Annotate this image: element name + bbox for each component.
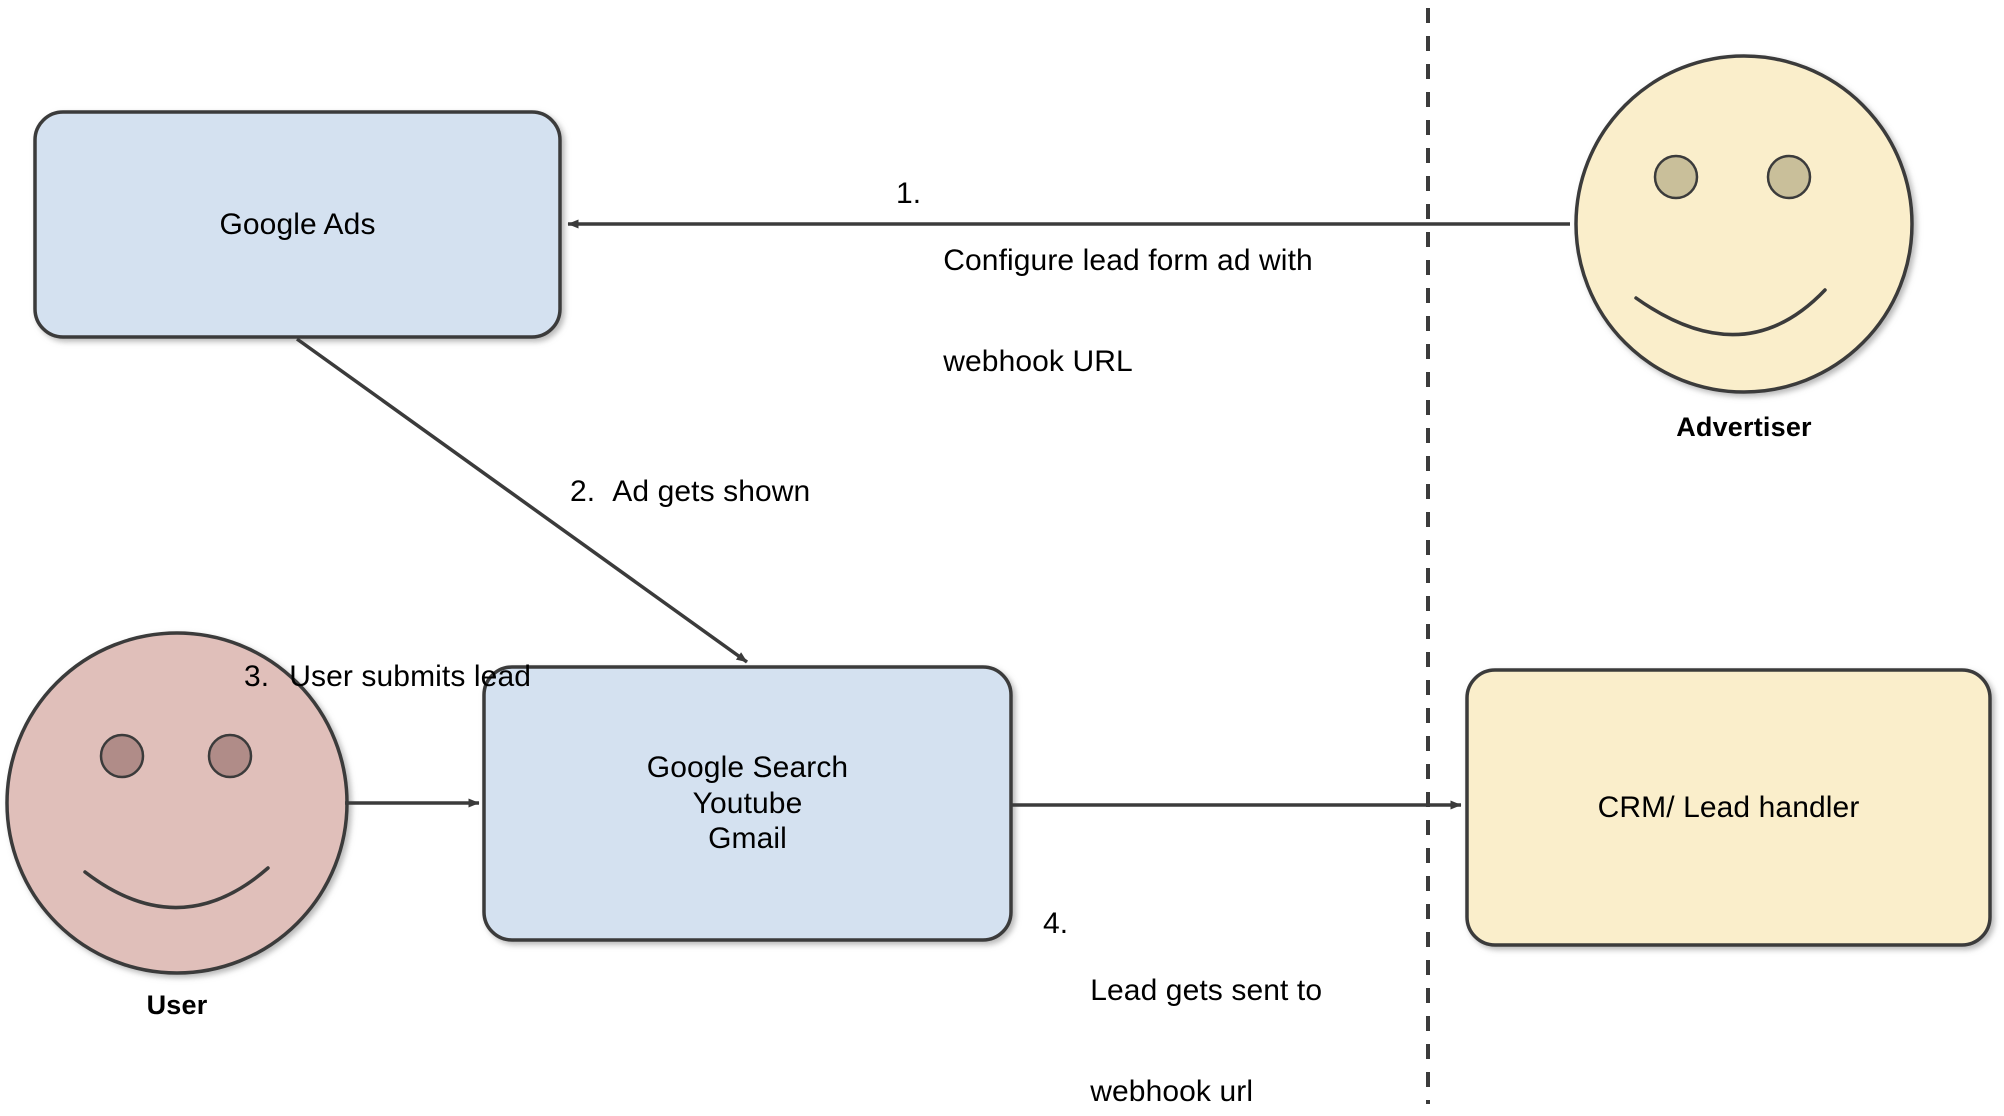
edge-label-step-3-line1: User submits lead — [289, 660, 532, 694]
edge-label-step-1-number: 1. — [896, 177, 922, 211]
edge-label-step-3: 3. User submits lead — [244, 593, 531, 761]
advertiser-right-eye-icon — [1766, 154, 1812, 200]
advertiser-smile-icon — [1634, 288, 1827, 337]
node-google-ads-label: Google Ads — [219, 207, 376, 241]
advertiser-face-circle — [1574, 54, 1914, 394]
node-advertiser-shape[interactable] — [1574, 54, 1914, 394]
advertiser-left-eye-icon — [1653, 154, 1699, 200]
user-left-eye-icon — [99, 733, 145, 779]
edge-label-step-2: 2. Ad gets shown — [570, 408, 810, 576]
node-user-name: User — [146, 990, 208, 1020]
node-google-surfaces-label: Google Search Youtube Gmail — [646, 751, 849, 856]
edge-label-step-2-line1: Ad gets shown — [612, 475, 811, 509]
edge-label-step-4-number: 4. — [1043, 907, 1069, 941]
node-crm-label: CRM/ Lead handler — [1597, 790, 1860, 824]
edge-label-step-3-number: 3. — [244, 660, 270, 694]
node-advertiser-name: Advertiser — [1676, 412, 1812, 442]
edge-label-step-4-line2: webhook url — [1090, 1075, 1254, 1109]
edge-label-step-1-line1: Configure lead form ad with — [943, 244, 1313, 278]
edge-label-step-4: 4. Lead gets sent to webhook url — [1043, 840, 1322, 1116]
edge-label-step-4-line1: Lead gets sent to — [1090, 974, 1323, 1008]
edge-label-step-1-line2: webhook URL — [943, 345, 1133, 379]
edge-label-step-2-number: 2. — [570, 475, 596, 509]
edge-label-step-1: 1. Configure lead form ad with webhook U… — [896, 110, 1313, 513]
user-smile-icon — [83, 866, 270, 910]
